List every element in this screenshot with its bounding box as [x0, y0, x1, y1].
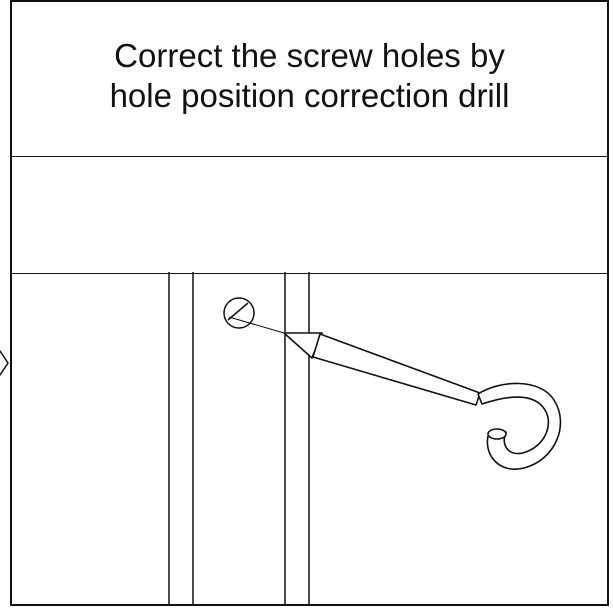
caption-text: Correct the screw holes by hole position…	[110, 36, 510, 116]
arrow-right-icon	[0, 350, 9, 376]
caption-line-1: Correct the screw holes by	[114, 37, 505, 74]
frame-profile-left	[168, 272, 194, 606]
caption-line-2: hole position correction drill	[109, 77, 510, 114]
frame-profile-right	[284, 272, 310, 606]
caption-box: Correct the screw holes by hole position…	[12, 2, 607, 157]
screw-hole-icon	[223, 297, 255, 329]
aim-line	[228, 316, 285, 334]
hole-position-correction-drill-icon	[283, 332, 562, 470]
